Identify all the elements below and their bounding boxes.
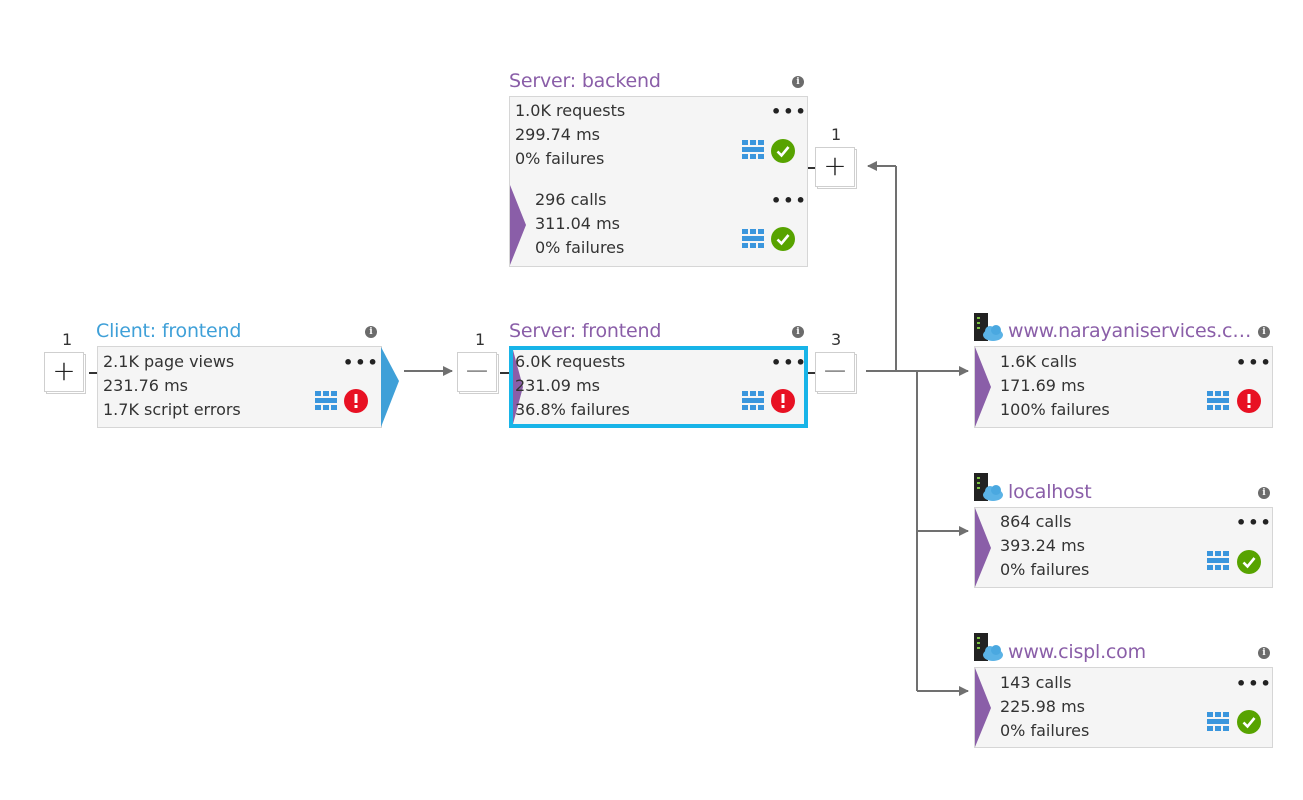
stat-failures: 0% failures <box>535 238 625 257</box>
info-icon[interactable]: i <box>792 326 804 338</box>
more-options-icon[interactable]: ••• <box>771 102 808 121</box>
error-icon <box>1237 389 1261 413</box>
expand-client-button[interactable]: + <box>44 352 86 394</box>
dependency-title[interactable]: www.narayaniservices.co... <box>1008 320 1254 342</box>
server-cloud-icon <box>974 633 1003 661</box>
check-icon <box>771 139 795 163</box>
stat-duration: 393.24 ms <box>1000 536 1085 555</box>
stat-failures: 0% failures <box>515 149 605 168</box>
check-icon <box>771 227 795 251</box>
dependency-card[interactable] <box>974 346 1273 428</box>
stat-page-views: 2.1K page views <box>103 352 235 371</box>
stat-calls: 864 calls <box>1000 512 1072 531</box>
stat-duration: 231.09 ms <box>515 376 600 395</box>
dependency-card[interactable] <box>974 667 1273 748</box>
stat-failures: 36.8% failures <box>515 400 630 419</box>
more-options-icon[interactable]: ••• <box>771 353 808 372</box>
client-frontend-title[interactable]: Client: frontend <box>96 320 242 342</box>
stat-duration: 231.76 ms <box>103 376 188 395</box>
grid-icon[interactable] <box>1207 712 1229 732</box>
stat-duration: 225.98 ms <box>1000 697 1085 716</box>
more-options-icon[interactable]: ••• <box>343 353 380 372</box>
incoming-arrow-icon <box>510 185 526 265</box>
stat-calls: 143 calls <box>1000 673 1072 692</box>
error-icon <box>771 389 795 413</box>
stat-failures: 0% failures <box>1000 560 1090 579</box>
dependency-title[interactable]: localhost <box>1008 481 1092 503</box>
incoming-arrow-icon <box>975 668 991 747</box>
stat-duration: 299.74 ms <box>515 125 600 144</box>
stat-requests: 6.0K requests <box>515 352 626 371</box>
stat-duration: 311.04 ms <box>535 214 620 233</box>
stat-requests: 1.0K requests <box>515 101 626 120</box>
stat-failures: 0% failures <box>1000 721 1090 740</box>
expand-backend-button[interactable]: + <box>815 147 857 189</box>
more-options-icon[interactable]: ••• <box>1236 513 1273 532</box>
incoming-arrow-icon <box>975 347 991 427</box>
client-frontend-card[interactable] <box>97 346 382 428</box>
grid-icon[interactable] <box>1207 391 1229 411</box>
more-options-icon[interactable]: ••• <box>1236 353 1273 372</box>
info-icon[interactable]: i <box>1258 487 1270 499</box>
info-icon[interactable]: i <box>1258 647 1270 659</box>
stat-duration: 171.69 ms <box>1000 376 1085 395</box>
grid-icon[interactable] <box>742 391 764 411</box>
incoming-arrow-icon <box>513 350 523 424</box>
grid-icon[interactable] <box>742 140 764 160</box>
outgoing-arrow-icon <box>381 347 399 427</box>
stat-failures: 100% failures <box>1000 400 1110 419</box>
server-cloud-icon <box>974 473 1003 501</box>
stat-calls: 296 calls <box>535 190 607 209</box>
grid-icon[interactable] <box>1207 551 1229 571</box>
more-options-icon[interactable]: ••• <box>1236 674 1273 693</box>
collapse-server-frontend-outgoing-button[interactable]: — <box>815 352 857 394</box>
server-frontend-card[interactable] <box>509 346 808 428</box>
incoming-arrow-icon <box>975 508 991 587</box>
dependency-title[interactable]: www.cispl.com <box>1008 641 1146 663</box>
server-frontend-right-count: 3 <box>831 330 842 349</box>
server-frontend-left-count: 1 <box>475 330 486 349</box>
grid-icon[interactable] <box>742 229 764 249</box>
stat-calls: 1.6K calls <box>1000 352 1077 371</box>
more-options-icon[interactable]: ••• <box>771 191 808 210</box>
info-icon[interactable]: i <box>365 326 377 338</box>
info-icon[interactable]: i <box>1258 326 1270 338</box>
error-icon <box>344 389 368 413</box>
client-expander-count: 1 <box>62 330 73 349</box>
server-cloud-icon <box>974 313 1003 341</box>
dependency-card[interactable] <box>974 507 1273 588</box>
check-icon <box>1237 550 1261 574</box>
server-frontend-title[interactable]: Server: frontend <box>509 320 662 342</box>
check-icon <box>1237 710 1261 734</box>
grid-icon[interactable] <box>315 391 337 411</box>
stat-script-errors: 1.7K script errors <box>103 400 241 419</box>
info-icon[interactable]: i <box>792 76 804 88</box>
backend-expander-count: 1 <box>831 125 842 144</box>
server-backend-title[interactable]: Server: backend <box>509 70 661 92</box>
collapse-server-frontend-incoming-button[interactable]: — <box>457 352 499 394</box>
